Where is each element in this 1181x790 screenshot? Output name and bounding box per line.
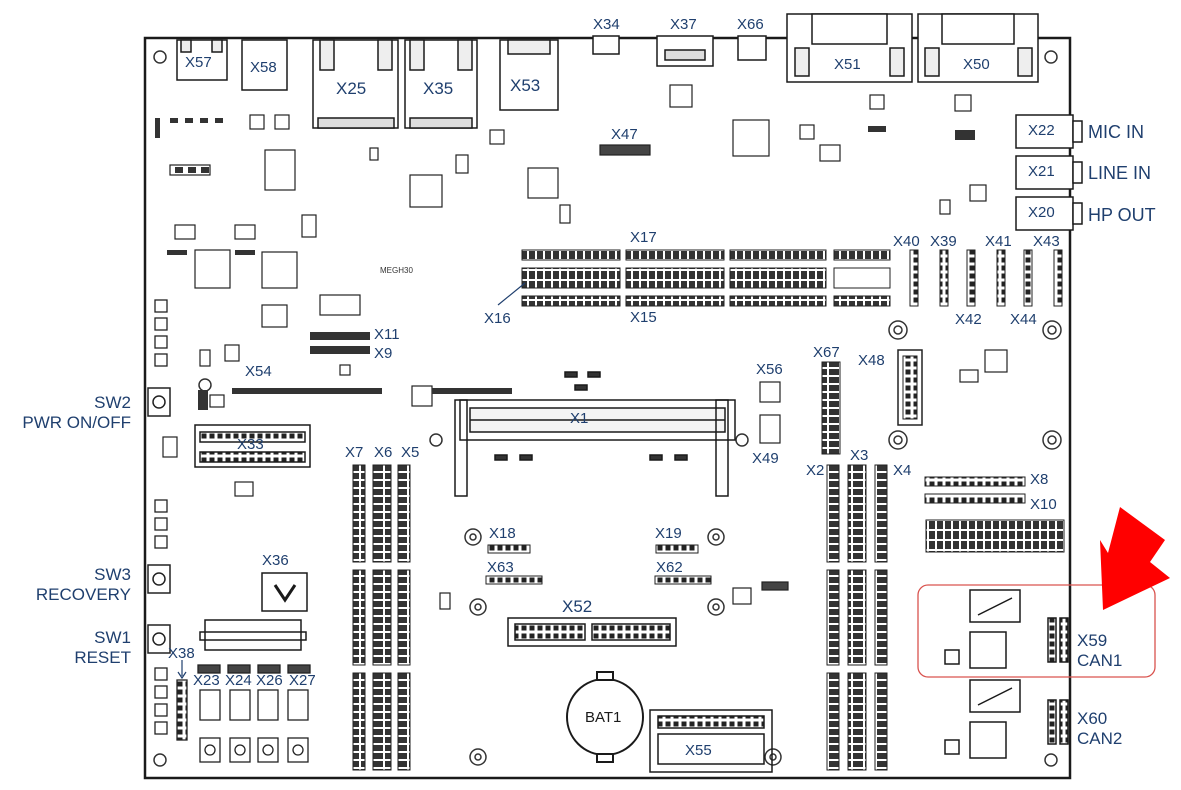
label-sw2-func: PWR ON/OFF (22, 413, 131, 432)
mounting-holes (153, 50, 1062, 767)
dip-switches (176, 664, 311, 763)
label-sw3: SW3 RECOVERY (36, 565, 131, 605)
label-x5: X5 (401, 444, 420, 461)
x1-sodimm (454, 371, 736, 497)
label-x36: X36 (262, 552, 289, 569)
label-x33: X33 (237, 436, 264, 453)
label-x44: X44 (1010, 311, 1037, 328)
sd-slot (199, 619, 307, 651)
label-x57: X57 (185, 54, 212, 71)
label-x24: X24 (225, 672, 252, 689)
label-x2: X2 (806, 462, 825, 479)
label-x4: X4 (893, 462, 912, 479)
label-x10: X10 (1030, 496, 1057, 513)
label-hp-out: HP OUT (1088, 205, 1156, 225)
label-x9: X9 (374, 345, 393, 362)
label-x38: X38 (168, 645, 195, 662)
label-x53: X53 (510, 76, 541, 95)
label-sw2: SW2 PWR ON/OFF (22, 393, 131, 433)
label-can2: CAN2 (1077, 729, 1123, 748)
label-x17: X17 (630, 229, 657, 246)
label-x50: X50 (963, 56, 990, 73)
label-x58: X58 (250, 59, 277, 76)
label-x7: X7 (345, 444, 364, 461)
label-x18: X18 (489, 525, 516, 542)
label-x54: X54 (245, 363, 272, 380)
x67-x48 (821, 349, 923, 455)
label-x43: X43 (1033, 233, 1060, 250)
label-sw1: SW1 RESET (74, 628, 131, 668)
label-x6: X6 (374, 444, 393, 461)
bat1-battery (566, 671, 644, 763)
label-x52: X52 (562, 597, 593, 616)
center-vertical-headers (826, 464, 888, 771)
label-x26: X26 (256, 672, 283, 689)
label-sw1-ref: SW1 (94, 628, 131, 647)
label-x16: X16 (484, 310, 511, 327)
label-x60: X60 (1077, 709, 1108, 728)
x58-connector (241, 39, 288, 91)
x36-sim (261, 572, 308, 612)
label-x67: X67 (813, 344, 840, 361)
label-x51: X51 (834, 56, 861, 73)
label-x11: X11 (374, 326, 400, 343)
label-x56: X56 (756, 361, 783, 378)
label-can1: CAN1 (1077, 651, 1123, 670)
label-x8: X8 (1030, 471, 1049, 488)
top-connectors (176, 13, 1039, 129)
label-x42: X42 (955, 311, 982, 328)
label-x47: X47 (611, 126, 638, 143)
label-mic-in: MIC IN (1088, 122, 1144, 142)
label-x59: X59 (1077, 631, 1108, 650)
audio-jacks (1015, 114, 1083, 231)
small-headers (485, 544, 712, 585)
label-x23: X23 (193, 672, 220, 689)
label-silkscreen: MEGH30 (380, 266, 413, 275)
label-x66: X66 (737, 16, 764, 33)
label-x20: X20 (1028, 204, 1055, 221)
left-vertical-headers (352, 464, 411, 771)
label-x21: X21 (1028, 163, 1055, 180)
label-x37: X37 (670, 16, 697, 33)
label-line-in: LINE IN (1088, 163, 1152, 183)
label-x15: X15 (630, 309, 657, 326)
label-x19: X19 (655, 525, 682, 542)
label-bat1: BAT1 (585, 709, 622, 726)
x66-connector (737, 35, 767, 61)
label-x63: X63 (487, 559, 514, 576)
can1-highlight-box (917, 584, 1156, 678)
can-circuits (944, 589, 1069, 759)
label-x40: X40 (893, 233, 920, 250)
label-x35: X35 (423, 79, 454, 98)
right-headers (924, 476, 1065, 553)
right-vertical-headers (909, 249, 1063, 307)
label-x3: X3 (850, 447, 869, 464)
label-x27: X27 (289, 672, 316, 689)
label-x62: X62 (656, 559, 683, 576)
header-rows (521, 249, 891, 307)
x34-connector (592, 35, 620, 55)
label-x25: X25 (336, 79, 367, 98)
x52-connector (507, 617, 677, 647)
x55-connector (649, 709, 773, 773)
smd-dots (155, 118, 975, 410)
label-x48: X48 (858, 352, 885, 369)
label-sw3-func: RECOVERY (35, 585, 131, 604)
label-x55: X55 (685, 742, 712, 759)
label-sw1-func: RESET (74, 648, 131, 667)
smd-components (162, 84, 1008, 610)
switch-bodies (147, 387, 171, 654)
label-x34: X34 (593, 16, 620, 33)
label-x1: X1 (570, 410, 589, 427)
red-arrow-icon (1100, 507, 1170, 610)
label-sw2-ref: SW2 (94, 393, 131, 412)
x33-m2 (194, 424, 311, 468)
label-x49: X49 (752, 450, 779, 467)
label-sw3-ref: SW3 (94, 565, 131, 584)
label-x41: X41 (985, 233, 1012, 250)
left-side-components (154, 299, 168, 735)
label-x22: X22 (1028, 122, 1055, 139)
label-x39: X39 (930, 233, 957, 250)
